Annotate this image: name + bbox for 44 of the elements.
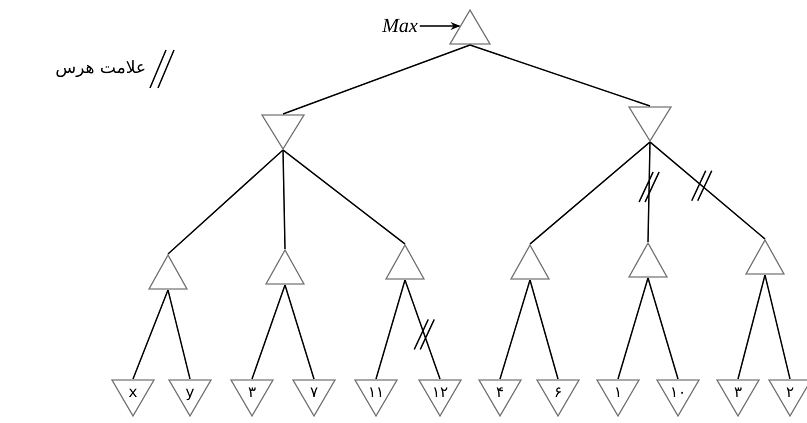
leaf-triangle: ۱۱ — [354, 379, 398, 417]
tree-edge — [499, 280, 531, 380]
max-triangle — [510, 244, 550, 280]
tree-edge — [650, 141, 766, 240]
min-triangle — [628, 106, 672, 142]
arrow — [420, 22, 460, 30]
tree-edge — [375, 280, 406, 380]
tree-edge — [530, 141, 650, 245]
leaf-triangle: ۷ — [292, 379, 336, 417]
max-triangle — [385, 244, 425, 280]
tree-edge — [737, 274, 766, 380]
leaf-triangle: ۲ — [768, 379, 807, 417]
tree-edge — [251, 284, 286, 380]
tree-edge — [284, 284, 315, 380]
legend-label: علامت هرس — [55, 58, 146, 78]
max-triangle — [449, 9, 491, 45]
tree-edge — [647, 142, 651, 242]
leaf-triangle: ۱۰ — [656, 379, 700, 417]
max-triangle — [265, 249, 305, 285]
leaf-triangle: ۴ — [478, 379, 522, 417]
tree-edge — [168, 149, 284, 255]
tree-edge — [132, 290, 169, 380]
max-triangle — [628, 242, 668, 278]
tree-edge — [647, 278, 679, 380]
tree-edge — [617, 278, 649, 380]
leaf-triangle: x — [111, 379, 155, 417]
tree-edge — [529, 280, 559, 380]
tree-edge — [167, 290, 191, 380]
tree-edge — [282, 150, 286, 250]
tree-edge — [764, 274, 791, 380]
leaf-triangle: ۱ — [596, 379, 640, 417]
min-triangle — [261, 114, 305, 150]
tree-edge — [282, 44, 470, 115]
leaf-triangle: y — [168, 379, 212, 417]
tree-edge — [282, 149, 406, 245]
max-triangle — [745, 239, 785, 275]
leaf-triangle: ۳ — [230, 379, 274, 417]
tree-edge — [404, 280, 441, 380]
tree-edge — [470, 44, 650, 107]
node-label: Max — [382, 14, 418, 38]
max-triangle — [148, 254, 188, 290]
leaf-triangle: ۱۲ — [418, 379, 462, 417]
leaf-triangle: ۳ — [716, 379, 760, 417]
leaf-triangle: ۶ — [536, 379, 580, 417]
